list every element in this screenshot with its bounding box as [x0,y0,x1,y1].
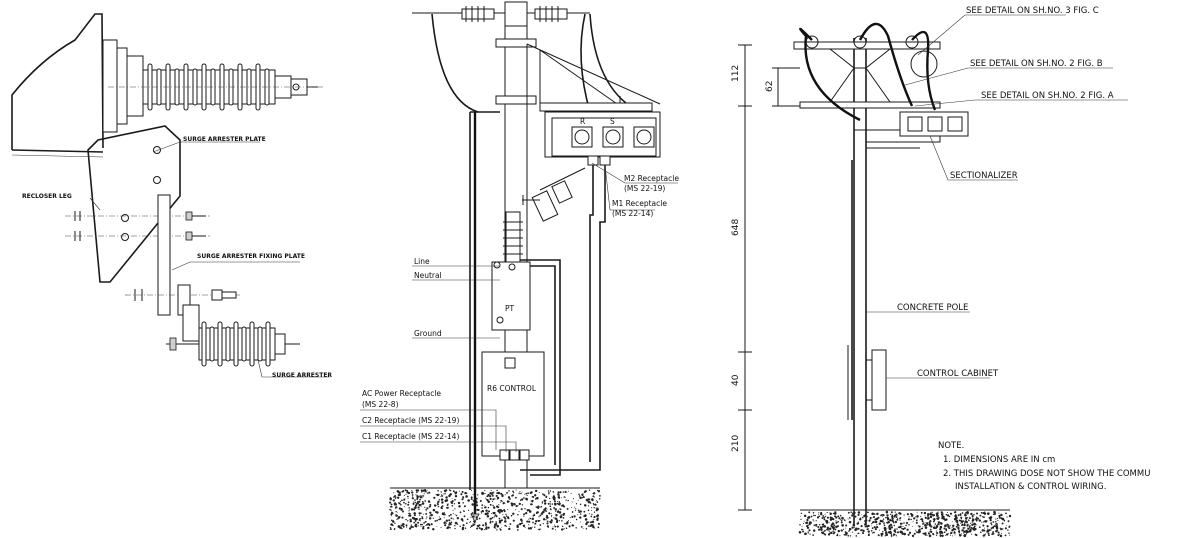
wiring-diagram: R S PT [360,1,679,531]
label-phase-s: S [610,117,615,126]
label-surge-arrester-fixing-plate: SURGE ARRESTER FIXING PLATE [197,253,305,260]
label-concrete-pole: CONCRETE POLE [897,303,968,313]
dim-40: 40 [731,374,741,386]
pt-bushing [503,211,523,263]
label-line: Line [414,257,430,266]
label-c1-receptacle: C1 Receptacle (MS 22-14) [362,432,459,441]
top-insulators [461,1,568,27]
label-sectionalizer: SECTIONALIZER [950,171,1018,181]
detail-circle-c [910,50,938,78]
recloser-body-outline [11,13,104,150]
bushing-terminals [571,126,655,148]
center-ground [389,487,601,531]
note-2-cont: INSTALLATION & CONTROL WIRING. [955,482,1106,492]
dim-648: 648 [731,219,741,236]
lower-crossarm [799,101,941,109]
lower-surge-arrester [166,284,300,367]
label-m1-receptacle-code: (MS 22-14) [612,209,653,218]
label-ac-power-code: (MS 22-8) [362,400,399,409]
dim-112: 112 [731,65,741,82]
label-c2-receptacle: C2 Receptacle (MS 22-19) [362,416,459,425]
note-title: NOTE. [938,441,964,451]
surge-arrester-fixing-plate [157,194,171,316]
note-2: 2. THIS DRAWING DOSE NOT SHOW THE COMMU [943,469,1150,479]
label-m1-receptacle: M1 Receptacle [612,199,667,208]
label-r6-control: R6 CONTROL [487,384,537,393]
label-m2-receptacle-code: (MS 22-19) [624,184,665,193]
control-box [481,351,545,457]
label-control-cabinet: CONTROL CABINET [917,369,999,379]
top-crossarm [793,41,941,50]
label-neutral: Neutral [414,271,442,280]
label-recloser-leg: RECLOSER LEG [22,193,72,200]
label-detail-b: SEE DETAIL ON SH.NO. 2 FIG. B [970,59,1103,69]
pole-arrester [522,167,586,222]
control-cabinet-box [871,349,887,411]
label-surge-arrester-plate: SURGE ARRESTER PLATE [183,136,266,143]
label-detail-c: SEE DETAIL ON SH.NO. 3 FIG. C [966,6,1099,16]
right-ground [798,509,1012,538]
label-ac-power-receptacle: AC Power Receptacle [362,389,441,398]
pole-assembly: 112 62 648 40 210 [731,6,1150,538]
arrester-flange [102,39,118,133]
label-ground: Ground [414,329,442,338]
label-detail-a: SEE DETAIL ON SH.NO. 2 FIG. A [981,91,1114,101]
recloser-leg [87,125,181,283]
note-1: 1. DIMENSIONS ARE IN cm [943,455,1055,465]
dim-210: 210 [731,435,741,452]
surge-arrester-detail: SURGE ARRESTER PLATE RECLOSER LEG SURGE … [11,13,332,379]
bolts-row-1 [65,211,210,221]
notes-block: NOTE. 1. DIMENSIONS ARE IN cm 2. THIS DR… [938,441,1150,492]
label-phase-r: R [580,117,585,126]
recloser-body-base [11,149,104,153]
label-surge-arrester: SURGE ARRESTER [272,372,332,379]
label-pt: PT [505,304,515,313]
label-m2-receptacle: M2 Receptacle [624,174,679,183]
dim-62: 62 [765,81,775,92]
bolts-row-2 [65,231,210,241]
